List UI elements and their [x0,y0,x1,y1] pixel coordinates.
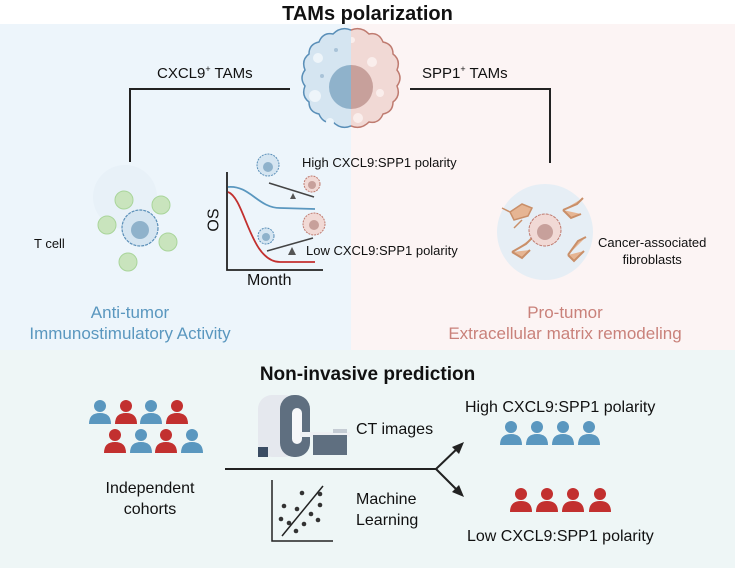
person-icon [155,429,177,453]
t-cell-label: T cell [34,236,65,251]
machine-learning-icon [271,480,333,542]
pro-tumor-caption: Pro-tumor Extracellular matrix remodelin… [448,303,682,343]
ct-scanner-icon [258,395,350,457]
person-icon [181,429,203,453]
low-polarity-people-icons [510,488,611,512]
high-polarity-result-label: High CXCL9:SPP1 polarity [465,399,656,416]
tam-cell-icon [301,27,401,129]
person-icon [104,429,126,453]
caf-label: Cancer-associated fibroblasts [598,235,707,267]
anti-tumor-caption: Anti-tumor Immunostimulatory Activity [29,303,231,343]
person-icon [510,488,532,512]
left-branch-line [129,88,290,162]
person-icon [89,400,111,424]
low-polarity-curve [227,191,315,263]
person-icon [500,421,522,445]
person-icon [589,488,611,512]
arrow-low-head-icon [452,485,464,497]
low-polarity-result-label: Low CXCL9:SPP1 polarity [467,528,654,545]
prediction-panel [0,350,735,568]
person-icon [526,421,548,445]
arrow-high-head-icon [452,442,464,454]
t-cell-cluster-icon [93,165,178,272]
person-icon [552,421,574,445]
high-fulcrum-icon [290,193,296,199]
person-icon [562,488,584,512]
non-invasive-prediction-title: Non-invasive prediction [259,364,476,385]
person-icon [166,400,188,424]
high-polarity-curve [227,186,316,210]
os-axis-label: OS [205,208,223,232]
fibroblast-cluster-icon [497,184,593,280]
spp1-tams-label: SPP1+ TAMs [422,64,508,82]
person-icon [578,421,600,445]
anti-tumor-panel [0,24,351,350]
machine-learning-label: Machine Learning [356,491,419,529]
cohort-people-icons [89,400,203,453]
tams-polarization-title: TAMs polarization [282,3,453,25]
cxcl9-tams-label: CXCL9+ TAMs [157,64,253,82]
person-icon [536,488,558,512]
low-fulcrum-icon [288,247,296,255]
person-icon [115,400,137,424]
low-polarity-plot-label: Low CXCL9:SPP1 polarity [306,243,458,258]
high-polarity-people-icons [500,421,600,445]
month-axis-label: Month [247,272,292,289]
survival-plot [226,153,326,271]
ct-images-label: CT images [356,421,434,438]
independent-cohorts-label: Independent cohorts [105,480,195,518]
person-icon [140,400,162,424]
person-icon [130,429,152,453]
high-polarity-plot-label: High CXCL9:SPP1 polarity [302,155,457,170]
plot-axes [226,172,323,271]
right-branch-line [410,88,551,163]
